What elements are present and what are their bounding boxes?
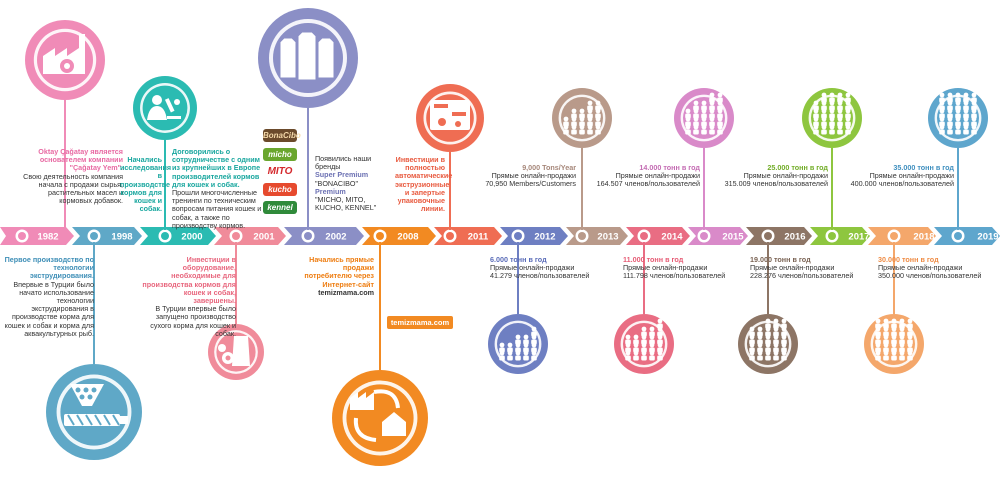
event-2011-highlight: Инвестиции в полностью автоматические эк… bbox=[395, 155, 453, 214]
year-label-2002: 2002 bbox=[325, 232, 346, 243]
event-2019-text: 35.000 тонн в год Прямые онлайн-продажи … bbox=[848, 163, 954, 189]
brand-logo-mito: MITO bbox=[263, 165, 297, 178]
event-2018-text: 30.000 тонн в год Прямые онлайн-продажи … bbox=[878, 255, 988, 281]
event-2014-text: 11.000 тонн в год Прямые онлайн-продажи … bbox=[623, 255, 733, 281]
year-label-2013: 2013 bbox=[597, 232, 618, 243]
people-growth-icon bbox=[749, 318, 787, 361]
event-2012-highlight: 6.000 тонн в год bbox=[490, 255, 547, 264]
year-label-1982: 1982 bbox=[37, 232, 58, 243]
event-2002-premium: Premium bbox=[315, 186, 346, 196]
event-2017-text: 25.000 тонн в год Прямые онлайн-продажи … bbox=[722, 163, 828, 189]
event-2014-body: Прямые онлайн-продажи 111.798 членов/пол… bbox=[623, 263, 726, 281]
people-growth-icon bbox=[939, 92, 977, 135]
brand-logo-kennel: kennel bbox=[263, 201, 297, 214]
event-2011-text: Инвестиции в полностью автоматические эк… bbox=[395, 155, 453, 214]
event-2016-body: Прямые онлайн-продажи 228.276 членов/пол… bbox=[750, 263, 854, 281]
event-2017-body: Прямые онлайн-продажи 315.009 членов/пол… bbox=[724, 171, 828, 189]
event-2000a-highlight: Начались исследования в производстве кор… bbox=[120, 155, 172, 214]
event-2000b-text: Договорились о сотрудничестве с одним из… bbox=[172, 147, 262, 230]
event-1982-body: Свою деятельность компания начала с прод… bbox=[23, 171, 123, 206]
event-2008-site: temizmama.com bbox=[318, 287, 374, 297]
event-2015-text: 14.000 тонн в год Прямые онлайн-продажи … bbox=[594, 163, 700, 189]
year-label-2017: 2017 bbox=[848, 232, 869, 243]
people-growth-icon bbox=[563, 100, 601, 135]
event-1998-body: Впервые в Турции было начато использован… bbox=[4, 279, 94, 338]
product-bags-icon bbox=[279, 31, 335, 81]
event-2014-highlight: 11.000 тонн в год bbox=[623, 255, 684, 264]
brand-logo-micho: micho bbox=[263, 148, 297, 161]
event-2000b-body: Прошли многочисленные тренинги по технич… bbox=[172, 188, 262, 230]
feed-bag-gears-icon bbox=[218, 336, 250, 366]
event-2012-body: Прямые онлайн-продажи 41.279 членов/поль… bbox=[490, 263, 590, 281]
event-2002-line1: Появились наши бренды bbox=[315, 154, 372, 172]
temizmama-badge: temizmama.com bbox=[387, 316, 453, 329]
year-label-2016: 2016 bbox=[784, 232, 805, 243]
timeline-segment-2016 bbox=[746, 227, 812, 245]
extruder-machine-icon bbox=[64, 384, 128, 426]
people-growth-icon bbox=[499, 326, 537, 361]
event-2012-text: 6.000 тонн в год Прямые онлайн-продажи 4… bbox=[490, 255, 600, 281]
people-growth-icon bbox=[875, 318, 913, 361]
event-2015-highlight: 14.000 тонн в год bbox=[639, 163, 700, 172]
event-2001-text: Инвестиции в оборудование, необходимые д… bbox=[140, 255, 236, 338]
year-label-2011: 2011 bbox=[468, 232, 489, 243]
year-label-2012: 2012 bbox=[534, 232, 555, 243]
timeline-segment-2002 bbox=[284, 227, 364, 245]
event-1982-highlight: Oktay Çağatay является основателем компа… bbox=[38, 147, 123, 173]
factory-gear-icon bbox=[43, 34, 85, 74]
event-2001-body: В Турции впервые было запущено производс… bbox=[150, 304, 236, 338]
year-label-2014: 2014 bbox=[661, 232, 683, 243]
event-1982-text: Oktay Çağatay является основателем компа… bbox=[20, 147, 123, 206]
event-2019-body: Прямые онлайн-продажи 400.000 членов/пол… bbox=[850, 171, 954, 189]
event-1998-text: Первое производство по технологии экстру… bbox=[2, 255, 94, 338]
year-label-2019: 2019 bbox=[977, 232, 998, 243]
event-2013-body: Прямые онлайн-продажи 70,950 Members/Cus… bbox=[485, 171, 576, 189]
event-2002-text: Появились наши бренды Super Premium "BON… bbox=[315, 154, 393, 213]
timeline-segment-2018 bbox=[868, 227, 936, 245]
event-2015-body: Прямые онлайн-продажи 164.507 членов/пол… bbox=[596, 171, 700, 189]
event-2019-highlight: 35.000 тонн в год bbox=[893, 163, 954, 172]
event-2017-highlight: 25.000 тонн в год bbox=[767, 163, 828, 172]
event-2002-line2: "BONACIBO" bbox=[315, 178, 359, 188]
year-label-1998: 1998 bbox=[111, 232, 132, 243]
event-2000b-highlight: Договорились о сотрудничестве с одним из… bbox=[172, 147, 261, 189]
timeline-segment-2019 bbox=[934, 227, 1000, 245]
timeline-segment-2000 bbox=[140, 227, 216, 245]
people-growth-icon bbox=[813, 92, 851, 135]
event-2002-super: Super Premium bbox=[315, 170, 369, 180]
event-2013-highlight: 9,000 Tons/Year bbox=[522, 163, 576, 172]
event-1998-highlight: Первое производство по технологии экстру… bbox=[4, 255, 94, 281]
year-label-2015: 2015 bbox=[722, 232, 744, 243]
people-growth-icon bbox=[685, 92, 723, 135]
year-label-2000: 2000 bbox=[181, 232, 202, 243]
factory-to-home-icon bbox=[350, 389, 406, 442]
event-2002-line3: "MICHO, MITO, KUCHO, KENNEL" bbox=[315, 195, 377, 213]
year-label-2008: 2008 bbox=[397, 232, 418, 243]
timeline-segment-2017 bbox=[810, 227, 870, 245]
researcher-microscope-icon bbox=[147, 95, 181, 120]
event-2000a-text: Начались исследования в производстве кор… bbox=[120, 155, 172, 214]
automation-panel-icon bbox=[430, 100, 470, 130]
brand-logo-bonacibo: BonaCibo bbox=[263, 129, 301, 142]
event-2008-highlight: Начались прямые продажи потребителю чере… bbox=[304, 255, 374, 289]
event-2016-text: 19.000 тонн в год Прямые онлайн-продажи … bbox=[750, 255, 860, 281]
event-2008-text: Начались прямые продажи потребителю чере… bbox=[294, 255, 374, 297]
people-growth-icon bbox=[625, 318, 663, 361]
year-label-2001: 2001 bbox=[253, 232, 275, 243]
event-2013-text: 9,000 Tons/Year Прямые онлайн-продажи 70… bbox=[470, 163, 576, 189]
event-2018-body: Прямые онлайн-продажи 350.000 членов/пол… bbox=[878, 263, 982, 281]
brand-logo-kucho: kucho bbox=[263, 183, 297, 196]
event-2016-highlight: 19.000 тонн в год bbox=[750, 255, 811, 264]
event-2001-highlight: Инвестиции в оборудование, необходимые д… bbox=[142, 255, 236, 306]
year-label-2018: 2018 bbox=[913, 232, 934, 243]
event-2018-highlight: 30.000 тонн в год bbox=[878, 255, 939, 264]
